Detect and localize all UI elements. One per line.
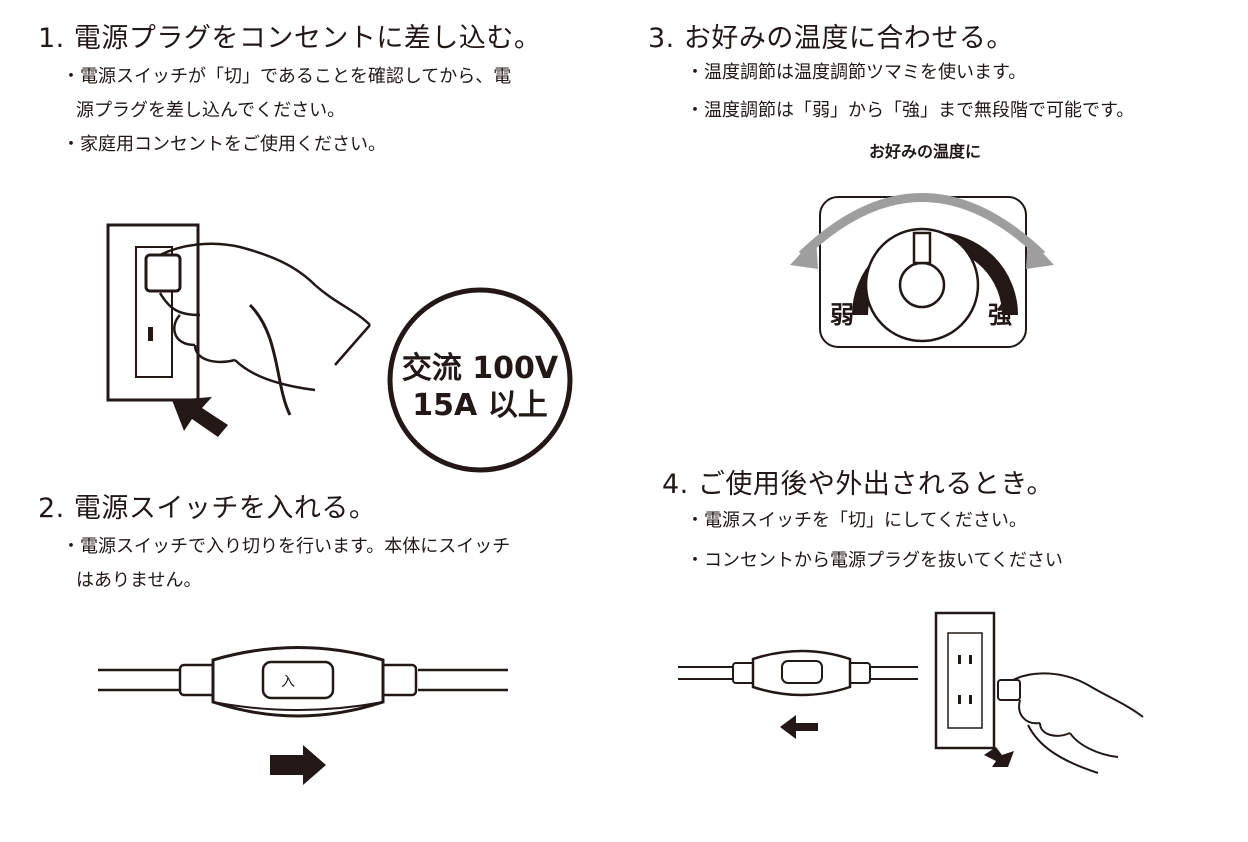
dial-high-label: 強 [988,301,1012,329]
hand [158,242,371,392]
bullet-line: ・電源スイッチで入り切りを行います。本体にスイッチ [62,536,511,557]
cord [248,303,292,416]
dial-caption: お好みの温度に [869,142,981,161]
section-2-bullet-1: ・電源スイッチで入り切りを行います。本体にスイッチ はありません。 [62,530,510,598]
bullet-line: ・電源スイッチを「切」にしてください。 [686,510,1027,531]
bullet-line: ・電源スイッチが「切」であることを確認してから、電 [62,66,512,87]
section-1-bullet-2: ・家庭用コンセントをご使用ください。 [62,128,386,162]
section-1-heading: 1. 電源プラグをコンセントに差し込む。 [38,23,542,54]
switch-toggle [261,660,335,700]
small-hand [1012,672,1144,758]
bullet-line: ・温度調節は「弱」から「強」まで無段階で可能です。 [686,100,1135,121]
switch-off-unplug-illustration [678,611,1144,774]
bullet-line: ・家庭用コンセントをご使用ください。 [62,134,386,155]
switch-off-arrow-icon [780,715,818,739]
section-4-bullet-1: ・電源スイッチを「切」にしてください。 [686,504,1027,538]
section-3-bullet-1: ・温度調節は温度調節ツマミを使います。 [686,56,1026,90]
voltage-badge-line-2: 15A 以上 [412,388,547,423]
voltage-badge-line-1: 交流 100V [402,351,559,386]
rotation-arrow-icon [798,193,1046,259]
insert-arrow-icon [172,397,228,437]
voltage-badge: 交流 100V 15A 以上 [387,287,573,473]
section-3-heading: 3. お好みの温度に合わせる。 [648,23,1014,54]
section-3-bullet-2: ・温度調節は「弱」から「強」まで無段階で可能です。 [686,94,1134,128]
inline-switch-on-illustration: 入 [98,646,508,785]
bullet-line: ・温度調節は温度調節ツマミを使います。 [686,62,1027,83]
dial-low-label: 弱 [830,301,854,329]
section-4-bullet-2: ・コンセントから電源プラグを抜いてください [686,544,1063,578]
plug [144,253,182,293]
bullet-line-continued: 源プラグを差し込んでください。 [76,100,346,121]
plug-insert-illustration: 交流 100V 15A 以上 [106,223,573,473]
section-1-bullet-1: ・電源スイッチが「切」であることを確認してから、電 源プラグを差し込んでください… [62,60,511,128]
section-4-heading: 4. ご使用後や外出されるとき。 [662,469,1054,500]
unplug-arrow-icon [984,747,1014,767]
small-plug [997,679,1021,701]
bullet-line: ・コンセントから電源プラグを抜いてください [686,550,1063,571]
temperature-dial-illustration: お好みの温度に 弱 強 [790,142,1054,348]
section-2-heading: 2. 電源スイッチを入れる。 [38,493,377,524]
switch-on-label: 入 [281,674,295,690]
bullet-line-continued: はありません。 [76,570,202,591]
switch-arrow-icon [270,745,326,785]
